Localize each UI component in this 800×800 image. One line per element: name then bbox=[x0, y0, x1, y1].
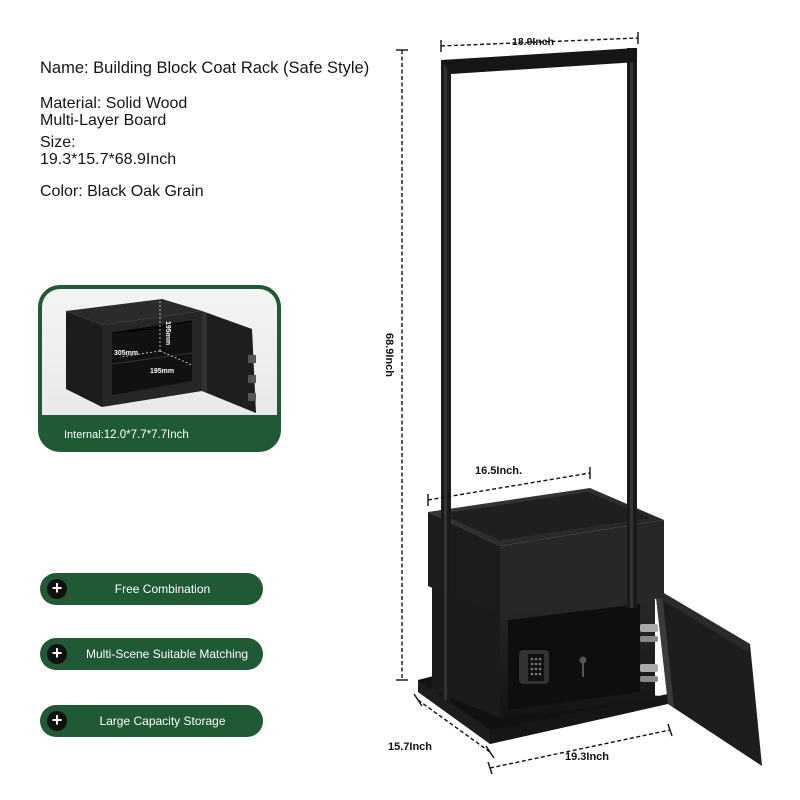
safe-door bbox=[655, 588, 762, 766]
color-text: Color: Black Oak Grain bbox=[40, 183, 204, 200]
dim-base-depth: 15.7Inch bbox=[388, 741, 432, 753]
dim-top-width: 18.9Inch bbox=[512, 36, 554, 48]
keyhole-icon bbox=[579, 656, 587, 664]
dim-depth-label: 195mm bbox=[150, 368, 174, 375]
plus-icon: + bbox=[47, 711, 67, 731]
internal-dimensions-card: 305mm 195mm 195mm Internal:12.0*7.7*7.7I… bbox=[38, 285, 281, 452]
coat-rack-frame bbox=[441, 48, 637, 700]
size-value: 19.3*15.7*68.9Inch bbox=[40, 151, 177, 168]
plus-icon: + bbox=[47, 579, 67, 599]
dimension-ticks bbox=[396, 32, 673, 775]
feature-free-combination: + Free Combination bbox=[40, 573, 263, 605]
upper-storage-box bbox=[428, 488, 664, 616]
feature-label: Large Capacity Storage bbox=[99, 713, 226, 728]
internal-caption: Internal:12.0*7.7*7.7Inch bbox=[64, 429, 189, 441]
dim-width-label: 305mm bbox=[114, 350, 138, 357]
feature-multi-scene: + Multi-Scene Suitable Matching bbox=[40, 638, 263, 670]
internal-caption-label: Internal: bbox=[64, 429, 104, 441]
internal-safe-image: 305mm 195mm 195mm bbox=[42, 289, 277, 415]
product-material: Material: Solid Wood Multi-Layer Board bbox=[40, 95, 187, 129]
dim-base-width: 19.3Inch bbox=[565, 751, 609, 763]
product-name-text: Name: Building Block Coat Rack (Safe Sty… bbox=[40, 59, 370, 77]
product-size: Size: 19.3*15.7*68.9Inch bbox=[40, 134, 176, 168]
dim-cabinet-width: 16.5Inch. bbox=[475, 465, 522, 477]
product-name: Name: Building Block Coat Rack (Safe Sty… bbox=[40, 60, 369, 77]
material-line-1: Material: Solid Wood bbox=[40, 95, 188, 112]
material-line-2: Multi-Layer Board bbox=[40, 112, 167, 129]
dim-height: 68.9Inch bbox=[383, 333, 395, 377]
plus-icon: + bbox=[47, 644, 67, 664]
product-color: Color: Black Oak Grain bbox=[40, 183, 204, 200]
feature-label: Free Combination bbox=[114, 581, 211, 596]
feature-large-capacity: + Large Capacity Storage bbox=[40, 705, 263, 737]
open-safe-illustration: 305mm 195mm 195mm bbox=[66, 299, 256, 413]
dim-height-label: 195mm bbox=[164, 321, 171, 345]
feature-label: Multi-Scene Suitable Matching bbox=[86, 646, 249, 661]
internal-caption-value: 12.0*7.7*7.7Inch bbox=[103, 429, 189, 441]
size-label: Size: bbox=[40, 134, 76, 151]
dimension-lines bbox=[401, 37, 671, 769]
